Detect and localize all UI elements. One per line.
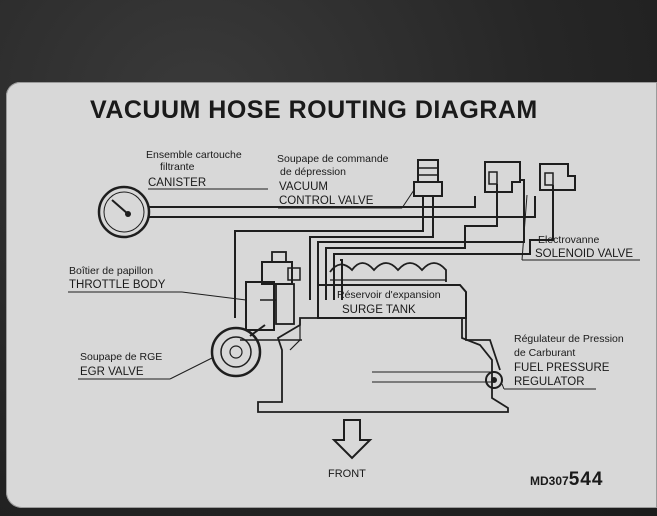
part-number-prefix: MD307 (530, 474, 569, 488)
egr-label-fr: Soupape de RGE (80, 351, 162, 363)
fpr-label-en-1: FUEL PRESSURE (514, 362, 610, 374)
vcv-label-en-2: CONTROL VALVE (279, 195, 374, 207)
vcv-label-fr-2: de dépression (280, 166, 346, 178)
solenoid-valve-icon (484, 161, 576, 193)
canister-label-en: CANISTER (148, 177, 206, 189)
vacuum-control-valve-icon (413, 159, 443, 226)
fpr-label-fr-2: de Carburant (514, 347, 575, 359)
canister-label-fr-2: filtrante (160, 161, 195, 173)
fpr-label-fr-1: Régulateur de Pression (514, 333, 624, 345)
part-number: MD307544 (530, 469, 603, 490)
vcv-label-fr-1: Soupape de commande (277, 153, 389, 165)
egr-label-en: EGR VALVE (80, 366, 144, 378)
diagram-title: VACUUM HOSE ROUTING DIAGRAM (90, 96, 538, 124)
throttle-body-label-en: THROTTLE BODY (69, 279, 166, 291)
solenoid-label-en: SOLENOID VALVE (535, 248, 633, 260)
part-number-suffix: 544 (569, 469, 604, 490)
egr-valve-icon (210, 324, 266, 378)
front-label: FRONT (328, 468, 366, 480)
vacuum-label-sticker (6, 82, 657, 508)
throttle-body-icon (245, 251, 301, 331)
vcv-label-en-1: VACUUM (279, 181, 328, 193)
fuel-pressure-regulator-icon (465, 318, 503, 389)
front-arrow-icon (331, 419, 373, 460)
canister-label-fr-1: Ensemble cartouche (146, 149, 242, 161)
surge-tank-label-fr: Réservoir d'expansion (337, 289, 441, 301)
fpr-label-en-2: REGULATOR (514, 376, 585, 388)
surge-tank-label-en: SURGE TANK (342, 304, 416, 316)
throttle-body-label-fr: Boîtier de papillon (69, 265, 153, 277)
canister-icon (97, 185, 151, 239)
surge-tank-icon (317, 262, 467, 319)
